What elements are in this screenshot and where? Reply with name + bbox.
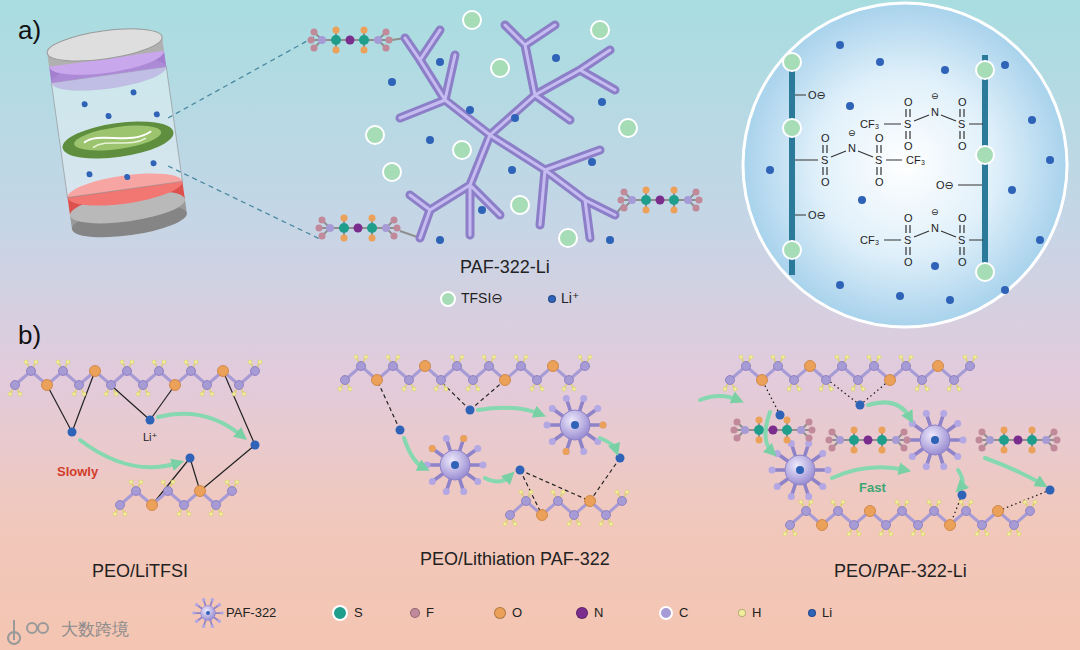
legend-swatch <box>494 607 506 619</box>
ion-label: Li⁺ <box>143 431 157 443</box>
atom-label: O <box>875 132 884 144</box>
atom-label: S <box>958 234 965 246</box>
structure-label: PAF-322-Li <box>460 258 550 278</box>
panel-caption: PEO/PAF-322-Li <box>834 562 967 582</box>
atom-label: N <box>931 222 939 234</box>
charge-sign: ⊖ <box>931 208 939 218</box>
watermark: 大数跨境 <box>61 621 129 640</box>
panel-letter: b) <box>18 321 41 350</box>
legend-swatch <box>576 607 588 619</box>
legend-swatch <box>738 609 746 617</box>
atom-label: O <box>904 140 913 152</box>
legend-swatch <box>808 609 816 617</box>
charge-sign: ⊖ <box>848 129 856 139</box>
atom-label: S <box>875 154 882 166</box>
atom-label: O⊖ <box>808 209 826 221</box>
atom-label: O <box>958 96 967 108</box>
panel-caption: PEO/Lithiation PAF-322 <box>420 550 610 570</box>
atom-label: O <box>904 96 913 108</box>
legend-text: PAF-322 <box>226 606 276 620</box>
atom-label: S <box>904 234 911 246</box>
atom-label: N <box>848 142 856 154</box>
legend-swatch <box>332 605 348 621</box>
atom-label: S <box>958 118 965 130</box>
legend-text: S <box>354 606 363 620</box>
group-label: CF₃ <box>860 118 879 130</box>
legend-text: Li <box>822 606 832 620</box>
atom-label: O <box>875 176 884 188</box>
speed-label: Slowly <box>57 465 98 479</box>
atom-label: O <box>904 256 913 268</box>
atom-label: O⊖ <box>936 179 954 191</box>
atom-label: O <box>958 256 967 268</box>
legend-text: F <box>426 606 434 620</box>
legend-swatch <box>410 608 420 618</box>
group-label: CF₃ <box>860 234 879 246</box>
atom-label: O <box>821 176 830 188</box>
atom-label: S <box>821 154 828 166</box>
speed-label: Fast <box>859 481 886 495</box>
atom-label: O <box>821 132 830 144</box>
panel-letter: a) <box>18 16 41 45</box>
atom-label: O <box>904 212 913 224</box>
legend-text: TFSI⊖ <box>461 291 503 306</box>
legend-text: O <box>512 606 522 620</box>
legend-text: N <box>594 606 603 620</box>
atom-label: O <box>958 212 967 224</box>
legend-swatch <box>659 606 673 620</box>
charge-sign: ⊖ <box>931 92 939 102</box>
group-label: CF₃ <box>906 154 925 166</box>
legend-text: C <box>679 606 688 620</box>
panel-caption: PEO/LiTFSI <box>92 562 188 582</box>
atom-label: N <box>931 106 939 118</box>
atom-label: S <box>904 118 911 130</box>
atom-label: O <box>958 140 967 152</box>
atom-label: O⊖ <box>808 89 826 101</box>
legend-text: H <box>752 606 761 620</box>
legend-swatch <box>548 295 556 303</box>
legend-swatch <box>440 291 456 307</box>
legend-text: Li⁺ <box>561 291 579 306</box>
